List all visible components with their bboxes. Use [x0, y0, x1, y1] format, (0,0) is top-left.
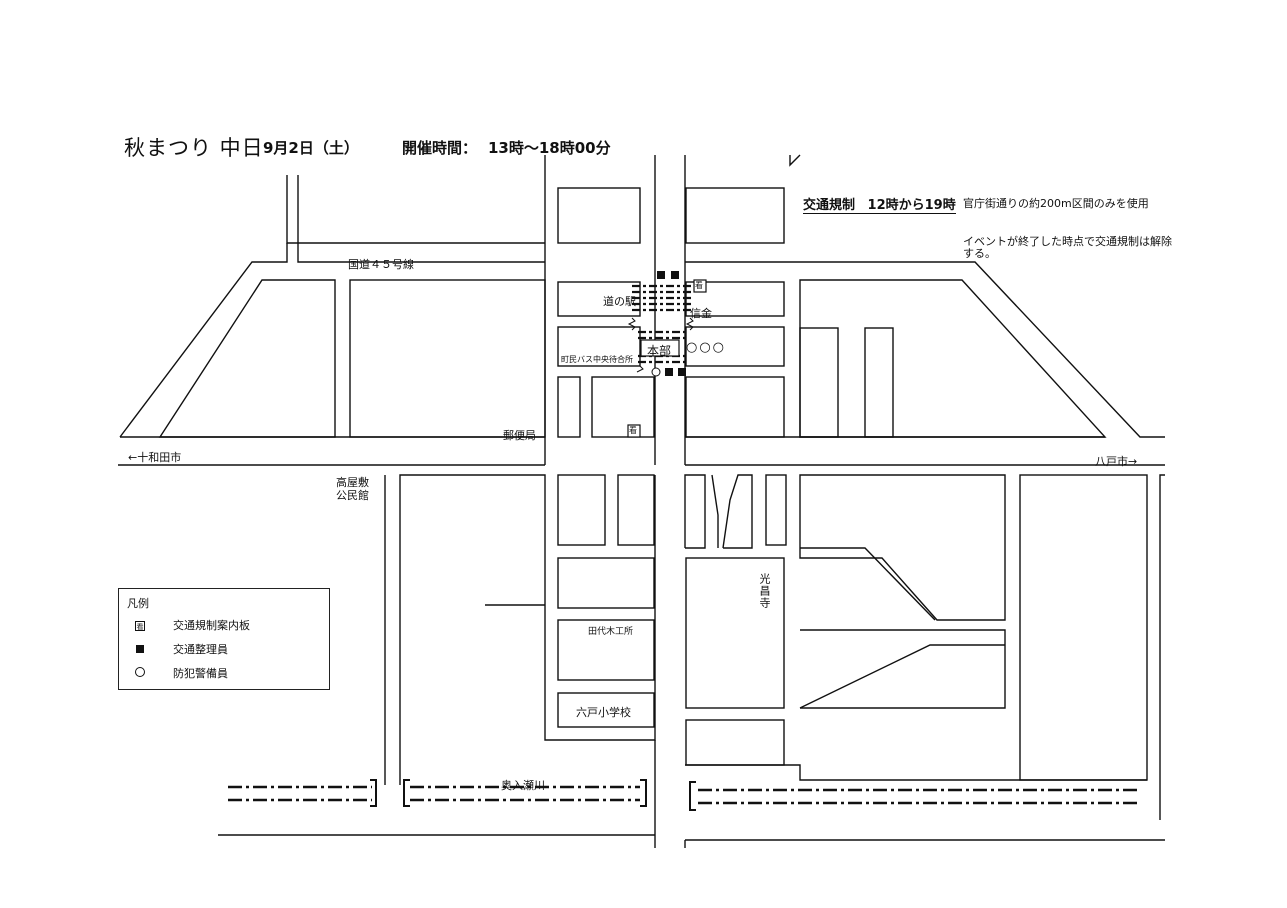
- legend-label-guard: 防犯警備員: [173, 667, 228, 680]
- traffic-signs: [627, 279, 707, 438]
- legend-title: 凡例: [127, 597, 149, 610]
- legend-item-officer: 交通整理員: [133, 641, 228, 657]
- legend: 凡例 看 交通規制案内板 交通整理員 防犯警備員: [118, 588, 330, 690]
- tashiroki-label: 田代木工所: [588, 627, 634, 637]
- time-value: 13時～18時00分: [488, 139, 611, 157]
- regulation-note-2: イベントが終了した時点で交通規制は解除する。: [963, 235, 1172, 260]
- regulation-label: 交通規制: [803, 198, 856, 213]
- time-label: 開催時間：: [402, 139, 478, 157]
- regulation-time: 12時から19時: [867, 198, 956, 213]
- honbu-box: [640, 339, 680, 357]
- river-label: 奥入瀬川: [501, 779, 545, 792]
- legend-label-officer: 交通整理員: [173, 643, 228, 656]
- officer-marker: [657, 271, 665, 279]
- sign-marker: [627, 424, 641, 438]
- takayashiki-label-1: 高屋敷: [336, 476, 369, 489]
- to-hachinohe-label: 八戸市→: [1095, 455, 1138, 468]
- officer-marker: [678, 368, 686, 376]
- guard-icon: [133, 666, 147, 680]
- regulation-note-1: 官庁街通りの約200m区間のみを使用: [963, 197, 1149, 210]
- route-45-label: 国道４５号線: [348, 258, 414, 271]
- legend-label-sign: 交通規制案内板: [173, 619, 250, 632]
- post-office-label: 郵便局: [503, 429, 536, 442]
- michi-no-eki-label: 道の駅: [603, 295, 636, 308]
- legend-item-guard: 防犯警備員: [133, 665, 228, 681]
- legend-item-sign: 看 交通規制案内板: [133, 617, 250, 633]
- regulation-title: 交通規制 12時から19時: [803, 194, 956, 214]
- koshoji-label: 光昌寺: [758, 573, 771, 609]
- guard-row-markers: ○○○: [686, 340, 727, 355]
- river-lines: [228, 785, 1140, 805]
- officer-marker: [671, 271, 679, 279]
- road-network: [118, 154, 1165, 848]
- bus-stop-label: 町民バス中央待合所: [561, 355, 633, 364]
- officer-icon: [133, 643, 147, 656]
- to-towada-label: ←十和田市: [128, 451, 182, 464]
- officer-marker: [665, 368, 673, 376]
- honbu-label: 本部: [647, 344, 672, 358]
- shinkin-label: 信金: [690, 307, 712, 320]
- sign-glyph-bottom: 看: [629, 426, 637, 435]
- takayashiki-label-2: 公民館: [336, 489, 369, 502]
- traffic-officers: [657, 271, 686, 376]
- bridge-brackets: [370, 779, 696, 811]
- sign-glyph-top: 看: [695, 281, 703, 290]
- sign-icon: 看: [135, 620, 145, 631]
- sign-marker: [693, 279, 707, 293]
- event-title: 秋まつり 中日: [124, 136, 264, 160]
- rokunohe-school-label: 六戸小学校: [576, 706, 631, 719]
- guard-marker: [651, 367, 661, 377]
- event-date: 9月2日（土）: [263, 139, 359, 157]
- barrier-zigzags: [627, 317, 694, 373]
